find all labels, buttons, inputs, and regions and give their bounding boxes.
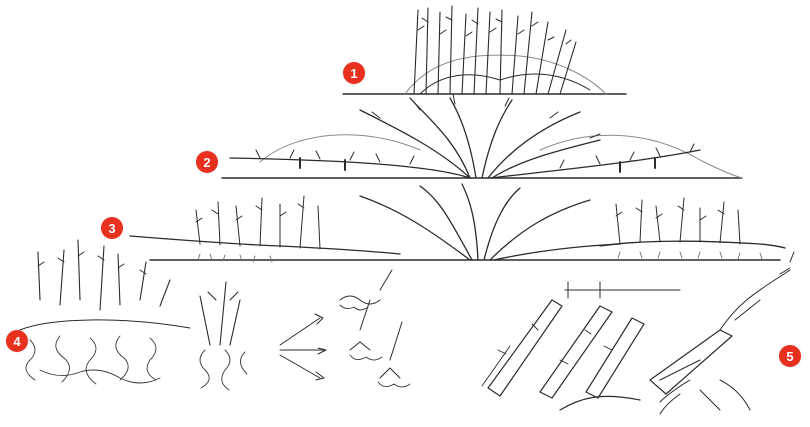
stage-3-bush-drawing <box>130 184 785 262</box>
stage-4-division-drawing <box>20 240 410 390</box>
stage-5-cuttings-drawing <box>482 252 794 414</box>
step-3-badge: 3 <box>101 217 123 239</box>
step-5-badge: 5 <box>779 345 801 367</box>
stage-1-bush-drawing <box>343 6 626 94</box>
step-2-badge: 2 <box>196 151 218 173</box>
stage-2-bush-drawing <box>222 94 742 178</box>
step-1-badge: 1 <box>343 62 365 84</box>
step-4-badge: 4 <box>6 330 28 352</box>
